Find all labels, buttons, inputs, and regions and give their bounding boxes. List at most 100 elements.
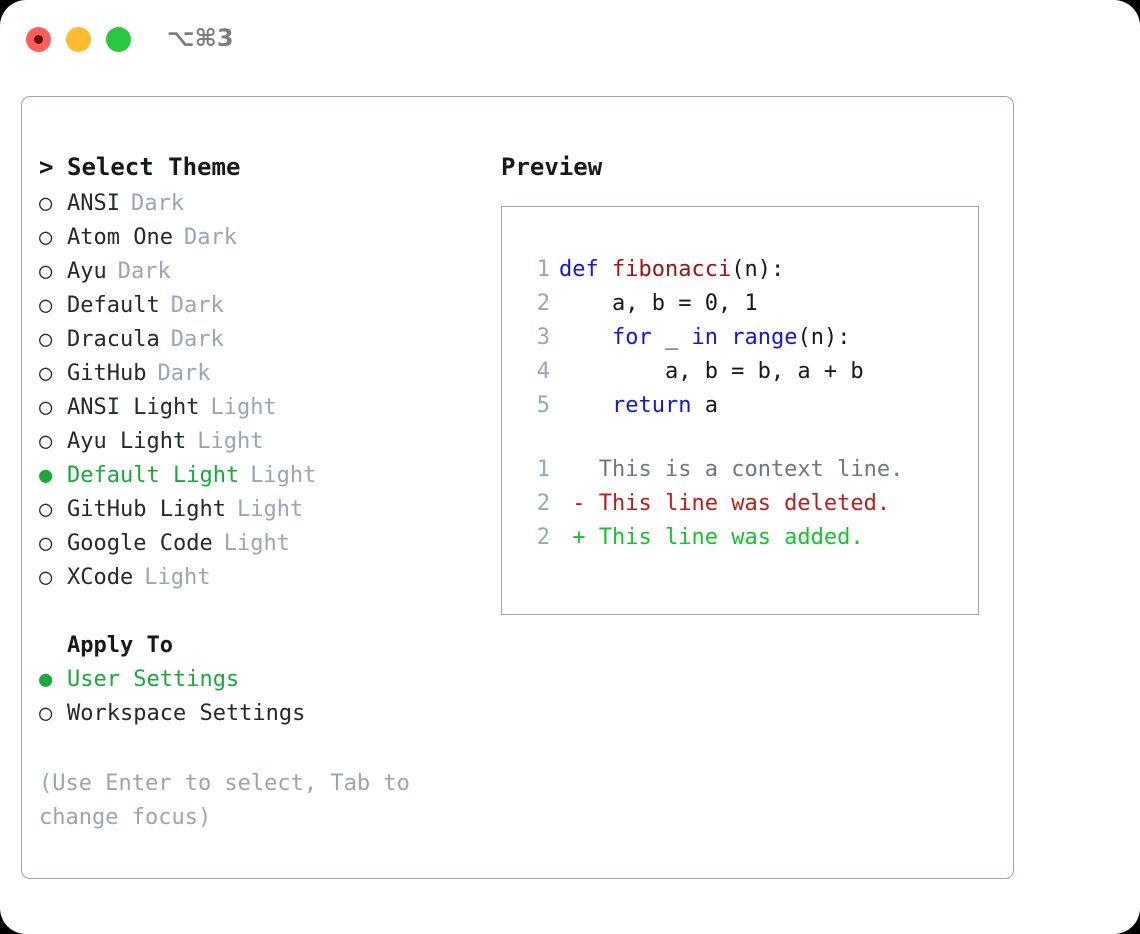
theme-option-label: GitHub xyxy=(67,361,147,386)
code-token-plain: (n): xyxy=(731,257,785,282)
theme-option-row[interactable]: ○ Ayu Light Light xyxy=(39,425,479,459)
code-token-plain: _ xyxy=(651,325,692,350)
apply-to-option-row[interactable]: ○ Workspace Settings xyxy=(39,697,479,731)
radio-unselected-icon[interactable]: ○ xyxy=(39,429,53,454)
code-line-number: 1 xyxy=(536,257,550,282)
code-token-plain: a, b = b, a + b xyxy=(559,359,864,384)
diff-marker-deleted: - xyxy=(559,491,599,516)
theme-option-row[interactable]: ○ Ayu Dark xyxy=(39,255,479,289)
code-token-plain: a, b = 0, 1 xyxy=(559,291,758,316)
code-token-keyword: def xyxy=(559,257,612,282)
theme-option-category: Dark xyxy=(170,293,224,318)
radio-selected-icon[interactable]: ● xyxy=(39,667,53,692)
code-token-keyword: for xyxy=(611,325,652,350)
theme-option-category: Dark xyxy=(183,225,237,250)
code-token-plain: (n): xyxy=(797,325,851,350)
theme-option-label: Ayu xyxy=(67,259,107,284)
theme-option-label: Google Code xyxy=(67,531,213,556)
theme-option-row[interactable]: ● Default Light Light xyxy=(39,459,479,493)
radio-unselected-icon[interactable]: ○ xyxy=(39,361,53,386)
radio-unselected-icon[interactable]: ○ xyxy=(39,225,53,250)
theme-option-label: Default Light xyxy=(67,463,240,488)
diff-line-number: 2 xyxy=(536,525,550,550)
apply-to-option-label: User Settings xyxy=(67,667,240,692)
diff-sample: 1 This is a context line.2 - This line w… xyxy=(520,453,978,555)
code-line-text: def fibonacci(n): xyxy=(559,253,784,287)
diff-line-number: 1 xyxy=(536,457,550,482)
theme-option-category: Light xyxy=(250,463,317,488)
theme-option-category: Dark xyxy=(170,327,224,352)
diff-line: 2 - This line was deleted. xyxy=(520,487,978,521)
radio-unselected-icon[interactable]: ○ xyxy=(39,395,53,420)
select-theme-heading: > Select Theme xyxy=(39,149,479,185)
diff-spacer xyxy=(520,423,978,453)
maximize-window-button[interactable] xyxy=(106,27,131,52)
radio-selected-icon[interactable]: ● xyxy=(39,463,53,488)
theme-option-row[interactable]: ○ ANSI Dark xyxy=(39,187,479,221)
radio-unselected-icon[interactable]: ○ xyxy=(39,531,53,556)
theme-option-label: XCode xyxy=(67,565,134,590)
code-line: 3 for _ in range(n): xyxy=(520,321,978,355)
radio-unselected-icon[interactable]: ○ xyxy=(39,565,53,590)
keyboard-shortcut-label: ⌥⌘3 xyxy=(167,24,234,52)
code-line-text: a, b = b, a + b xyxy=(559,355,864,389)
apply-to-heading-bullet-placeholder: ○ xyxy=(39,629,67,663)
theme-option-category: Dark xyxy=(130,191,184,216)
apply-to-option-list[interactable]: ● User Settings ○ Workspace Settings xyxy=(39,663,479,731)
apply-to-option-label: Workspace Settings xyxy=(67,701,306,726)
radio-unselected-icon[interactable]: ○ xyxy=(39,293,53,318)
theme-option-category: Dark xyxy=(157,361,211,386)
theme-option-category: Light xyxy=(197,429,264,454)
code-line-number: 2 xyxy=(536,291,550,316)
code-token-function: fibonacci xyxy=(611,257,732,282)
code-token-keyword: return xyxy=(611,393,692,418)
theme-option-label: ANSI xyxy=(67,191,120,216)
theme-option-label: Ayu Light xyxy=(67,429,187,454)
code-line-text: return a xyxy=(559,389,718,423)
code-line-number: 4 xyxy=(536,359,550,384)
code-token-plain xyxy=(559,325,612,350)
keyboard-hint-text: (Use Enter to select, Tab to change focu… xyxy=(39,771,410,830)
select-theme-heading-label: Select Theme xyxy=(67,153,241,181)
minimize-window-button[interactable] xyxy=(66,27,91,52)
radio-unselected-icon[interactable]: ○ xyxy=(39,259,53,284)
diff-line-text: This is a context line. xyxy=(598,457,904,482)
radio-unselected-icon[interactable]: ○ xyxy=(39,497,53,522)
radio-unselected-icon[interactable]: ○ xyxy=(39,191,53,216)
section-spacer xyxy=(39,595,479,629)
theme-option-category: Light xyxy=(236,497,304,522)
theme-option-row[interactable]: ○ GitHub Dark xyxy=(39,357,479,391)
code-line: 5 return a xyxy=(520,389,978,423)
theme-option-label: GitHub Light xyxy=(67,497,226,522)
code-token-keyword: range xyxy=(731,325,798,350)
code-line: 4 a, b = b, a + b xyxy=(520,355,978,389)
close-window-button[interactable] xyxy=(26,27,51,52)
theme-option-row[interactable]: ○ GitHub Light Light xyxy=(39,493,479,527)
code-token-plain xyxy=(559,393,612,418)
theme-option-category: Light xyxy=(210,395,277,420)
diff-line-text: This line was added. xyxy=(598,525,864,550)
theme-option-category: Dark xyxy=(117,259,171,284)
diff-line: 1 This is a context line. xyxy=(520,453,978,487)
code-token-keyword: in xyxy=(691,325,718,350)
radio-unselected-icon[interactable]: ○ xyxy=(39,701,53,726)
prompt-caret-icon: > xyxy=(39,153,54,181)
diff-line-text: This line was deleted. xyxy=(598,491,891,516)
apply-to-option-row[interactable]: ● User Settings xyxy=(39,663,479,697)
radio-unselected-icon[interactable]: ○ xyxy=(39,327,53,352)
diff-line-number: 2 xyxy=(536,491,550,516)
apply-to-heading: ○ Apply To xyxy=(39,629,479,663)
